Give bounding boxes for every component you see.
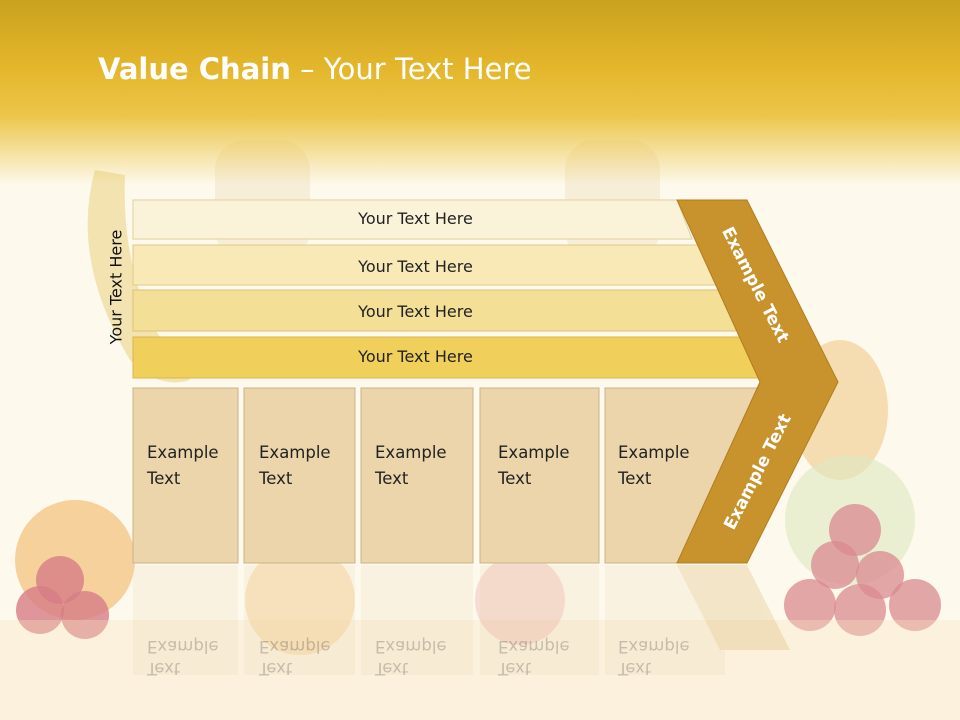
activity-box-4 [479,387,600,564]
activity-label-3-line1: Example [375,443,447,462]
activity-box-3 [360,387,474,564]
row-label-1: Your Text Here [358,209,473,228]
activity-label-1-line1: Example [147,443,219,462]
activity-label-5-line1: Example [618,443,690,462]
diagram-reflection [133,565,790,675]
row-bar-1 [132,199,693,240]
value-chevron [676,199,839,564]
header-band [0,0,960,185]
activity-label-3-line2: Text [375,469,409,488]
slide-title-rest: – Your Text Here [290,52,532,86]
activity-label-2: Example Text [259,440,331,492]
activity-label-1: Example Text [147,440,219,492]
row-label-4: Your Text Here [358,347,473,366]
slide-title: Value Chain – Your Text Here [98,52,532,86]
activity-label-4: Example Text [498,440,570,492]
activity-label-2-line2: Text [259,469,293,488]
slide-title-bold: Value Chain [98,52,291,86]
activity-box-2 [243,387,356,564]
activity-label-3: Example Text [375,440,447,492]
activity-box-1 [132,387,239,564]
row-label-3: Your Text Here [358,302,473,321]
row-label-2: Your Text Here [358,257,473,276]
activity-label-4-line2: Text [498,469,532,488]
activity-label-2-line1: Example [259,443,331,462]
activity-label-5: Example Text [618,440,690,492]
activity-label-1-line2: Text [147,469,181,488]
activity-label-4-line1: Example [498,443,570,462]
activity-label-5-line2: Text [618,469,652,488]
